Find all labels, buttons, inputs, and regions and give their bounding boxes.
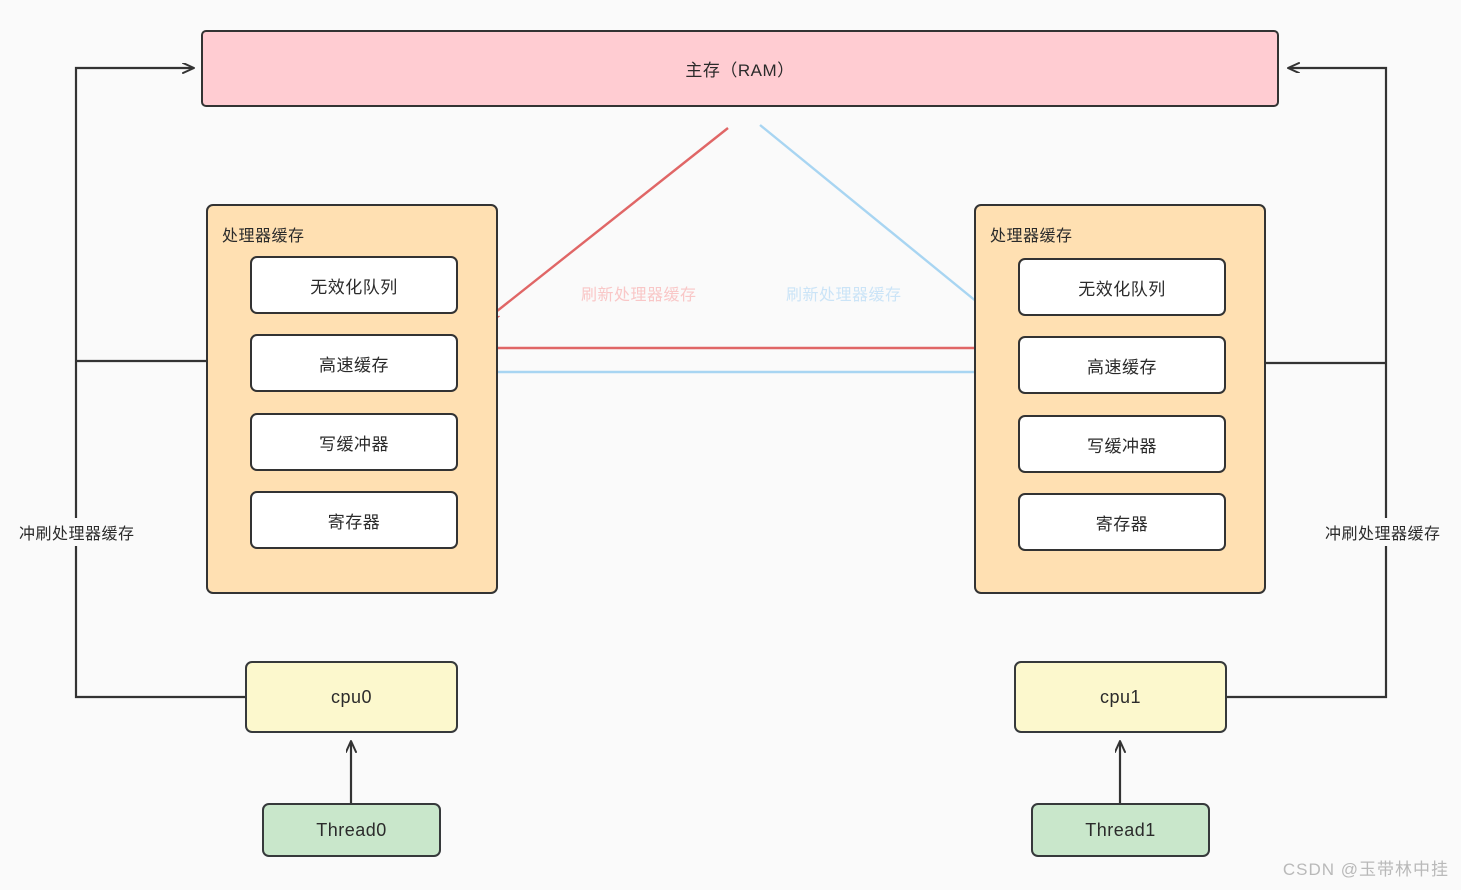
right-processor-cache-group[interactable]: 处理器缓存 无效化队列 高速缓存 写缓冲器 寄存器: [974, 204, 1266, 594]
thread1-label: Thread1: [1085, 819, 1156, 840]
right-processor-cache-label: 处理器缓存: [990, 228, 1073, 245]
thread0-label: Thread0: [316, 819, 387, 840]
thread0-node[interactable]: Thread0: [262, 803, 441, 857]
cpu0-label: cpu0: [330, 686, 373, 707]
main-memory-node[interactable]: 主存（RAM）: [201, 30, 1279, 107]
left-cache-node[interactable]: 高速缓存: [250, 334, 458, 392]
right-flush-edge-label: 冲刷处理器缓存: [1322, 518, 1444, 546]
left-processor-cache-group[interactable]: 处理器缓存 无效化队列 高速缓存 写缓冲器 寄存器: [206, 204, 498, 594]
left-register-label: 寄存器: [327, 512, 381, 532]
left-write-buffer-label: 写缓冲器: [319, 434, 389, 454]
right-register-node[interactable]: 寄存器: [1018, 493, 1226, 551]
left-register-node[interactable]: 寄存器: [250, 491, 458, 549]
cpu1-node[interactable]: cpu1: [1014, 661, 1227, 733]
left-invalidate-queue-node[interactable]: 无效化队列: [250, 256, 458, 314]
red-refresh-edge-label: 刷新处理器缓存: [581, 287, 697, 304]
left-invalidate-queue-label: 无效化队列: [310, 277, 398, 297]
blue-refresh-edge-label: 刷新处理器缓存: [786, 287, 902, 304]
right-cache-node[interactable]: 高速缓存: [1018, 336, 1226, 394]
main-memory-label: 主存（RAM）: [685, 61, 795, 80]
left-cache-label: 高速缓存: [319, 355, 389, 375]
left-write-buffer-node[interactable]: 写缓冲器: [250, 413, 458, 471]
right-cache-label: 高速缓存: [1087, 357, 1157, 377]
cpu1-label: cpu1: [1099, 686, 1142, 707]
thread1-node[interactable]: Thread1: [1031, 803, 1210, 857]
right-write-buffer-node[interactable]: 写缓冲器: [1018, 415, 1226, 473]
right-invalidate-queue-node[interactable]: 无效化队列: [1018, 258, 1226, 316]
right-write-buffer-label: 写缓冲器: [1087, 436, 1157, 456]
cpu0-node[interactable]: cpu0: [245, 661, 458, 733]
right-register-label: 寄存器: [1095, 514, 1149, 534]
csdn-watermark: CSDN @玉带林中挂: [1282, 860, 1449, 879]
left-processor-cache-label: 处理器缓存: [222, 228, 305, 245]
left-flush-edge-label: 冲刷处理器缓存: [16, 518, 138, 546]
right-invalidate-queue-label: 无效化队列: [1078, 279, 1166, 299]
